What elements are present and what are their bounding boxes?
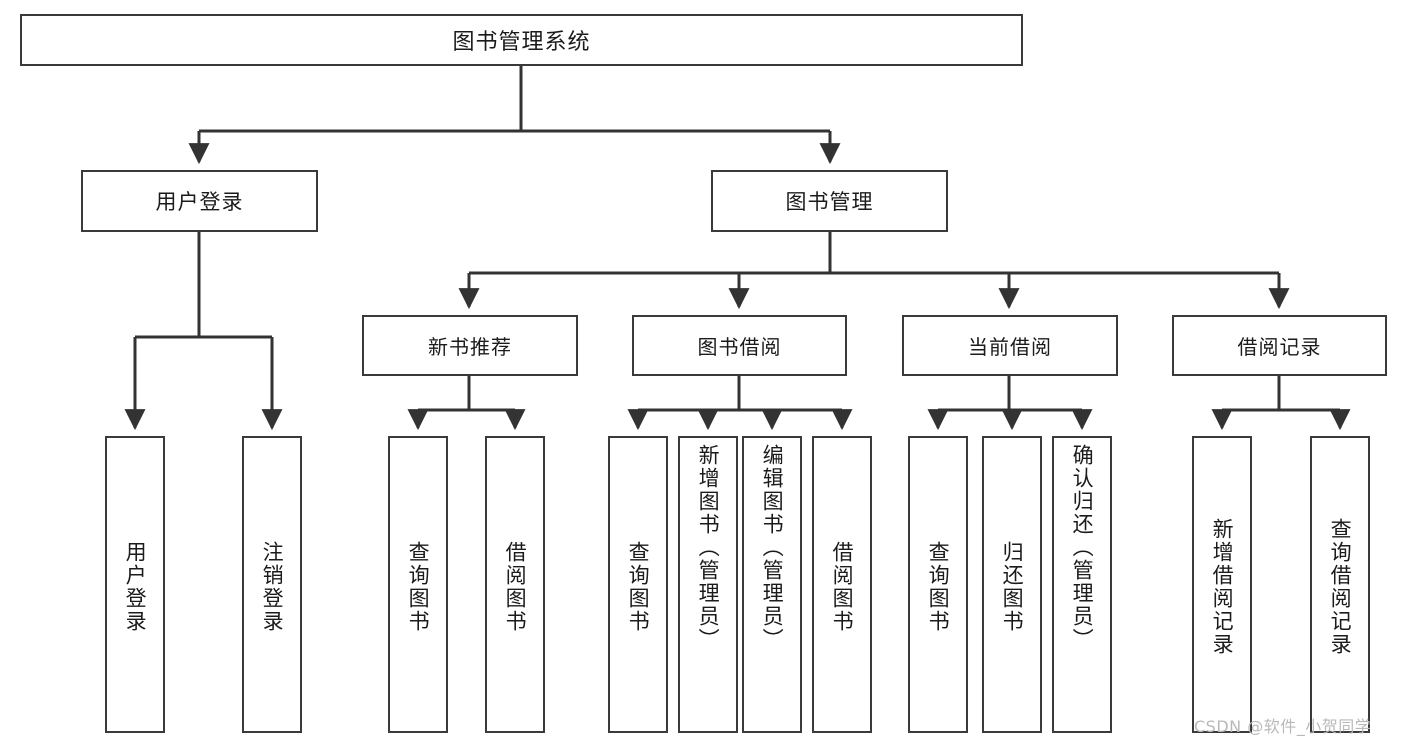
node-leaf-query-book-2-label: 查询图书 (626, 540, 651, 633)
leaf-query-book-1-wrap: 查询图书 (390, 442, 446, 731)
leaf-user-login-wrap: 用户登录 (107, 442, 163, 731)
node-book-borrow[interactable]: 图书借阅 (632, 315, 847, 376)
node-borrow-record[interactable]: 借阅记录 (1172, 315, 1387, 376)
node-root-label: 图书管理系统 (452, 30, 591, 55)
node-leaf-confirm-return[interactable]: 确认归还（管理员） (1052, 436, 1112, 733)
leaf-query-book-2-wrap: 查询图书 (610, 442, 666, 731)
node-user-login[interactable]: 用户登录 (81, 170, 318, 232)
node-leaf-confirm-return-label: 确认归还（管理员） (1070, 444, 1095, 651)
leaf-borrow-book-1-wrap: 借阅图书 (487, 442, 543, 731)
node-root[interactable]: 图书管理系统 (20, 14, 1023, 66)
node-leaf-query-record[interactable]: 查询借阅记录 (1310, 436, 1370, 733)
leaf-borrow-book-2-wrap: 借阅图书 (814, 442, 870, 731)
node-leaf-user-login-label: 用户登录 (123, 540, 148, 633)
node-current-borrow-label: 当前借阅 (968, 335, 1052, 359)
node-leaf-query-book-3[interactable]: 查询图书 (908, 436, 968, 733)
leaf-edit-book-wrap: 编辑图书（管理员） (744, 442, 800, 733)
node-leaf-return-book-label: 归还图书 (1000, 540, 1025, 633)
node-new-book-rec-label: 新书推荐 (428, 335, 512, 359)
node-leaf-add-record[interactable]: 新增借阅记录 (1192, 436, 1252, 733)
watermark: CSDN @软件_小贺同学 (1194, 717, 1372, 736)
leaf-query-book-3-wrap: 查询图书 (910, 442, 966, 731)
node-book-manage-label: 图书管理 (785, 190, 874, 214)
leaf-query-record-wrap: 查询借阅记录 (1312, 442, 1368, 731)
node-leaf-add-book-label: 新增图书（管理员） (696, 444, 721, 651)
node-leaf-logout-label: 注销登录 (260, 540, 285, 633)
leaf-confirm-return-wrap: 确认归还（管理员） (1054, 442, 1110, 733)
node-borrow-record-label: 借阅记录 (1237, 335, 1322, 359)
leaf-add-record-wrap: 新增借阅记录 (1194, 442, 1250, 731)
node-user-login-label: 用户登录 (155, 190, 244, 214)
node-new-book-rec[interactable]: 新书推荐 (362, 315, 578, 376)
node-leaf-user-login[interactable]: 用户登录 (105, 436, 165, 733)
leaf-logout-wrap: 注销登录 (244, 442, 300, 731)
node-leaf-edit-book-label: 编辑图书（管理员） (760, 444, 785, 651)
node-leaf-query-record-label: 查询借阅记录 (1328, 517, 1353, 656)
node-leaf-borrow-book-1[interactable]: 借阅图书 (485, 436, 545, 733)
leaf-add-book-wrap: 新增图书（管理员） (680, 442, 736, 733)
node-leaf-borrow-book-1-label: 借阅图书 (503, 540, 528, 633)
node-leaf-add-book[interactable]: 新增图书（管理员） (678, 436, 738, 733)
node-leaf-query-book-1-label: 查询图书 (406, 540, 431, 633)
leaf-return-book-wrap: 归还图书 (984, 442, 1040, 731)
node-leaf-return-book[interactable]: 归还图书 (982, 436, 1042, 733)
node-book-manage[interactable]: 图书管理 (711, 170, 948, 232)
node-leaf-logout[interactable]: 注销登录 (242, 436, 302, 733)
node-leaf-borrow-book-2[interactable]: 借阅图书 (812, 436, 872, 733)
node-leaf-edit-book[interactable]: 编辑图书（管理员） (742, 436, 802, 733)
node-leaf-query-book-2[interactable]: 查询图书 (608, 436, 668, 733)
node-leaf-borrow-book-2-label: 借阅图书 (830, 540, 855, 633)
node-current-borrow[interactable]: 当前借阅 (902, 315, 1118, 376)
node-leaf-add-record-label: 新增借阅记录 (1210, 517, 1235, 656)
node-book-borrow-label: 图书借阅 (697, 335, 782, 359)
node-leaf-query-book-3-label: 查询图书 (926, 540, 951, 633)
node-leaf-query-book-1[interactable]: 查询图书 (388, 436, 448, 733)
